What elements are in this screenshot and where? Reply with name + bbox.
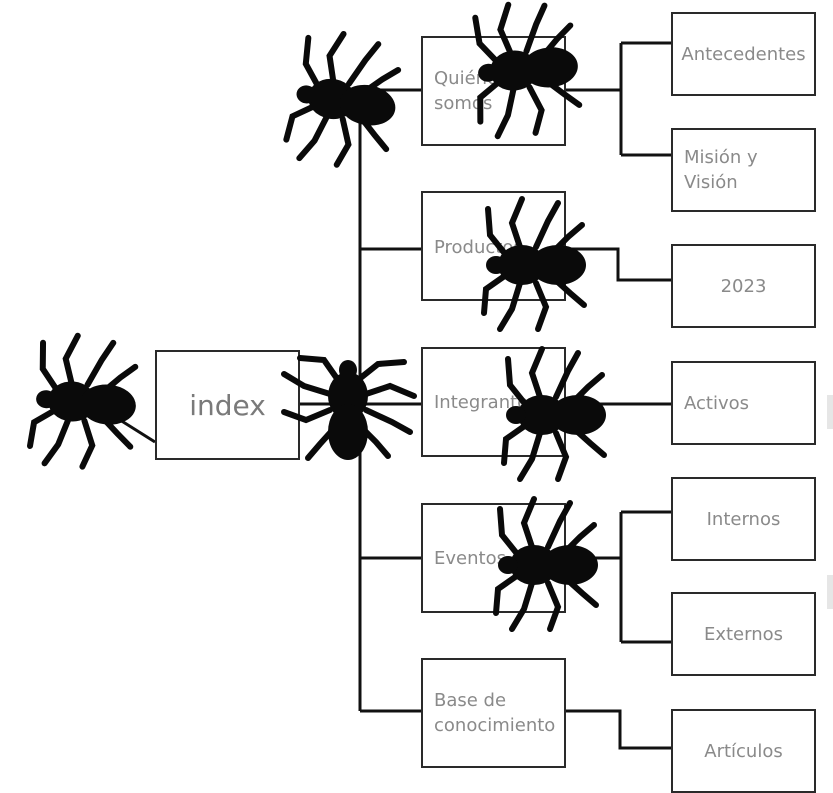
node-integrantes: Integrantes [421,347,566,457]
edge-mark [827,395,833,429]
node-externos-label: Externos [703,623,784,645]
node-productos-label: Productos [434,237,523,258]
node-activos: Activos [671,361,816,445]
node-articulos: Artículos [671,709,816,793]
node-base-line2: conocimiento [434,715,556,736]
connector-base-child [566,709,671,750]
node-2023: 2023 [671,244,816,328]
node-eventos-label: Eventos [434,547,506,569]
node-antecedentes-label: Antecedentes [681,43,806,65]
node-base-conocimiento: Base de conocimiento [421,658,566,768]
node-internos: Internos [671,477,816,561]
connector-left-stub [119,418,156,444]
node-mision-line2: Visión [684,172,738,193]
node-base-line1: Base de [434,690,507,711]
node-eventos: Eventos [421,503,566,613]
edge-mark [827,575,833,609]
node-antecedentes: Antecedentes [671,12,816,96]
node-quienes-somos: Quiénes somos [421,36,566,146]
node-quienes-line1: Quiénes [434,68,508,89]
connector-eventos-children [566,510,671,644]
node-mision-vision: Misión y Visión [671,128,816,212]
node-integrantes-label: Integrantes [434,391,538,413]
connector-quienes-children [566,41,671,157]
node-internos-label: Internos [706,508,781,530]
node-mision-line1: Misión y [684,147,758,168]
node-quienes-line2: somos [434,93,493,114]
node-externos: Externos [671,592,816,676]
connector-productos-child [566,247,671,282]
node-productos: Productos [421,191,566,301]
node-2023-label: 2023 [720,275,767,297]
node-index: index [155,350,300,460]
node-articulos-label: Artículos [704,740,783,762]
node-index-label: index [189,388,266,422]
node-activos-label: Activos [684,392,749,414]
